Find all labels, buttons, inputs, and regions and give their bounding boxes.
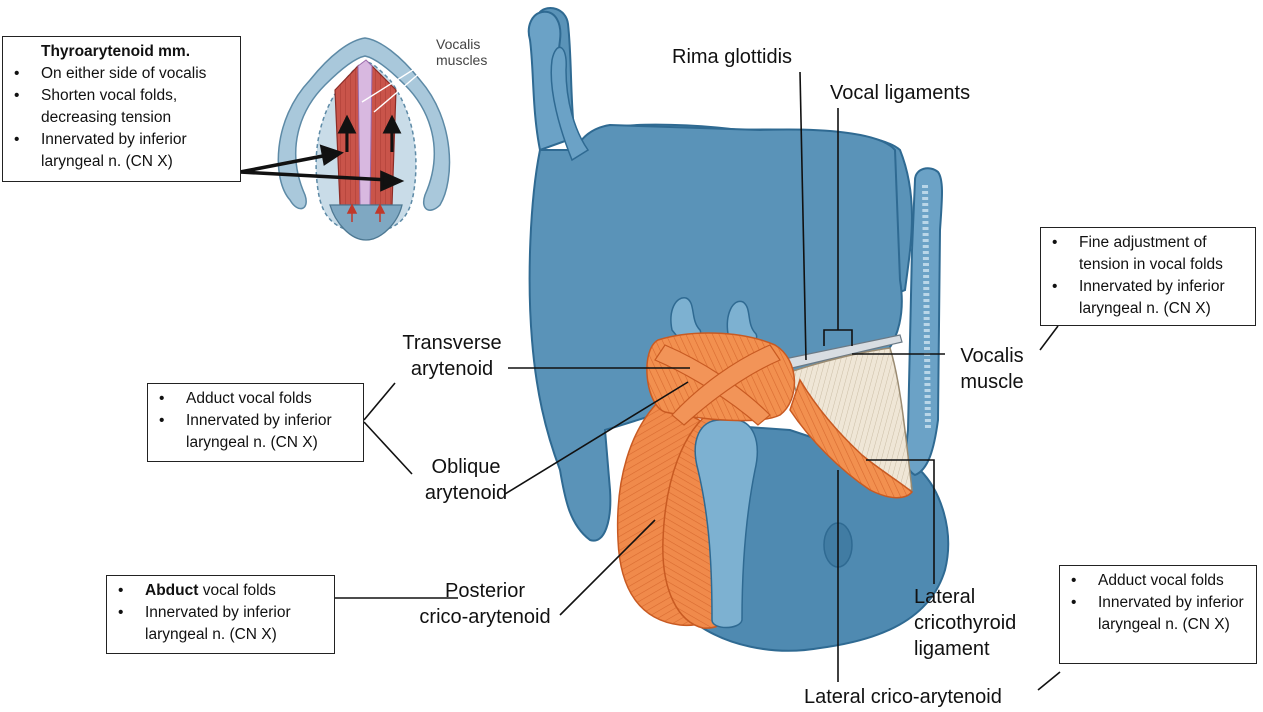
callout-list: Abduct vocal folds Innervated by inferio… bbox=[107, 580, 328, 646]
label-line: Oblique bbox=[431, 456, 501, 478]
list-item: Innervated by inferior laryngeal n. (CN … bbox=[107, 602, 328, 646]
label-line: Posterior bbox=[444, 580, 526, 602]
inset-label-vocalis-muscles: Vocalis muscles bbox=[436, 36, 487, 68]
inset-label-line-2: muscles bbox=[436, 52, 488, 68]
list-item: Innervated by inferior laryngeal n. (CN … bbox=[148, 410, 357, 454]
label-line: crico-arytenoid bbox=[419, 606, 551, 628]
callout-posterior-crico-arytenoid: Abduct vocal folds Innervated by inferio… bbox=[106, 575, 335, 654]
callout-list: Adduct vocal folds Innervated by inferio… bbox=[148, 388, 357, 454]
label-vocalis-muscle: Vocalis muscle bbox=[946, 343, 1038, 395]
label-vocal-ligaments: Vocal ligaments bbox=[830, 82, 971, 104]
label-posterior-crico-arytenoid: Posterior crico-arytenoid bbox=[406, 578, 564, 630]
list-item: Innervated by inferior laryngeal n. (CN … bbox=[1060, 592, 1250, 636]
list-item: Abduct vocal folds bbox=[107, 580, 328, 602]
callout-list: On either side of vocalis Shorten vocal … bbox=[3, 63, 234, 173]
label-line: cricothyroid bbox=[914, 612, 1017, 634]
label-line: Vocalis bbox=[960, 345, 1024, 367]
callout-list: Fine adjustment of tension in vocal fold… bbox=[1041, 232, 1249, 320]
label-line: Lateral bbox=[914, 586, 976, 608]
label-transverse-arytenoid: Transverse arytenoid bbox=[396, 330, 508, 382]
callout-lateral-crico-arytenoid: Adduct vocal folds Innervated by inferio… bbox=[1059, 565, 1257, 664]
list-item: Adduct vocal folds bbox=[148, 388, 357, 410]
callout-cricothyroid: Fine adjustment of tension in vocal fold… bbox=[1040, 227, 1256, 326]
list-item-text: vocal folds bbox=[198, 582, 276, 599]
label-line: arytenoid bbox=[424, 482, 508, 504]
label-line: Transverse bbox=[402, 332, 502, 354]
label-oblique-arytenoid: Oblique arytenoid bbox=[418, 454, 514, 506]
callout-arytenoid: Adduct vocal folds Innervated by inferio… bbox=[147, 383, 364, 462]
label-rima-glottidis: Rima glottidis bbox=[672, 46, 793, 68]
cricoid-median-ridge bbox=[694, 419, 759, 629]
leader-lines bbox=[335, 71, 1061, 691]
callout-list: Adduct vocal folds Innervated by inferio… bbox=[1060, 570, 1250, 636]
label-lateral-crico-arytenoid: Lateral crico-arytenoid bbox=[804, 686, 1002, 708]
oblique-arytenoid-band-2 bbox=[671, 344, 781, 426]
emphasis: Abduct bbox=[145, 582, 199, 599]
label-line: arytenoid bbox=[410, 358, 494, 380]
callout-title: Thyroarytenoid mm. bbox=[41, 43, 190, 60]
list-item: Shorten vocal folds, decreasing tension bbox=[3, 85, 234, 129]
list-item: Innervated by inferior laryngeal n. (CN … bbox=[1041, 276, 1249, 320]
label-lateral-cricothyroid-ligament: Lateral cricothyroid ligament bbox=[914, 584, 1016, 662]
label-line: muscle bbox=[960, 371, 1024, 393]
list-item: Adduct vocal folds bbox=[1060, 570, 1250, 592]
list-item: On either side of vocalis bbox=[3, 63, 234, 85]
callout-thyroarytenoid: Thyroarytenoid mm. On either side of voc… bbox=[2, 36, 241, 182]
inset-vocal-folds-diagram bbox=[239, 37, 451, 241]
label-line: ligament bbox=[914, 638, 990, 660]
lateral-crico-arytenoid-shape bbox=[789, 378, 914, 499]
list-item: Fine adjustment of tension in vocal fold… bbox=[1041, 232, 1249, 276]
inset-label-line-1: Vocalis bbox=[436, 36, 481, 52]
list-item: Innervated by inferior laryngeal n. (CN … bbox=[3, 129, 234, 173]
